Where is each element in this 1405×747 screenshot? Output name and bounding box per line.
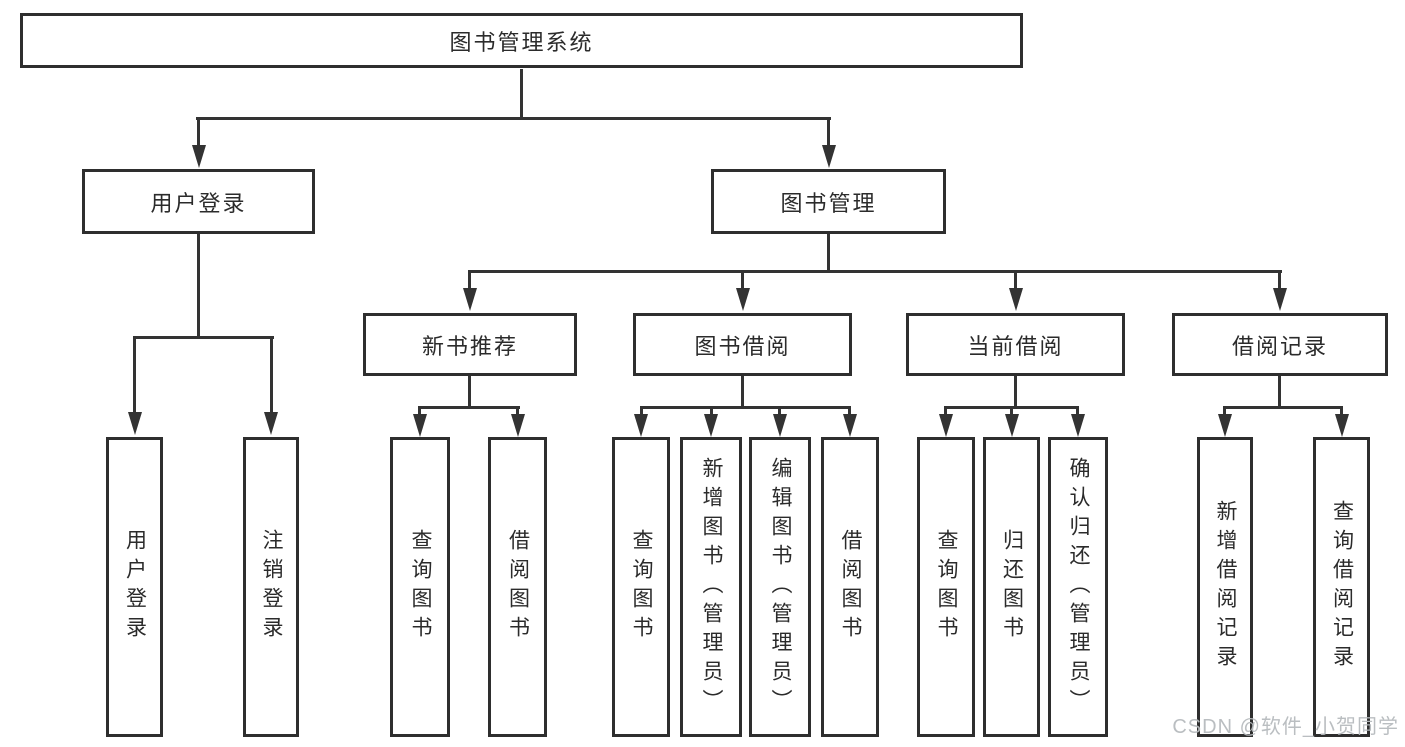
- connector-line: [741, 376, 744, 406]
- node-user-login: 用户登录: [82, 169, 315, 234]
- node-book-management: 图书管理: [711, 169, 946, 234]
- node-borrow-records: 借阅记录: [1172, 313, 1388, 376]
- leaf-current-query-books: 查询图书: [917, 437, 975, 737]
- arrowhead-down-icon: [704, 414, 718, 437]
- connector-line: [1014, 270, 1017, 288]
- node-label: 查询图书: [935, 529, 958, 645]
- arrowhead-down-icon: [843, 414, 857, 437]
- arrowhead-down-icon: [463, 288, 477, 311]
- arrowhead-down-icon: [264, 412, 278, 435]
- connector-line: [640, 406, 851, 409]
- connector-line: [468, 270, 1282, 273]
- connector-line: [827, 117, 830, 145]
- csdn-watermark: CSDN @软件_小贺同学: [1172, 716, 1399, 738]
- arrowhead-down-icon: [1005, 414, 1019, 437]
- connector-line: [1223, 406, 1343, 409]
- leaf-newrec-query-books: 查询图书: [390, 437, 450, 737]
- connector-line: [197, 117, 200, 145]
- leaf-current-return-books: 归还图书: [983, 437, 1040, 737]
- arrowhead-down-icon: [1218, 414, 1232, 437]
- node-library-management-system: 图书管理系统: [20, 13, 1023, 68]
- node-label: 借阅图书: [839, 529, 862, 645]
- arrowhead-down-icon: [192, 145, 206, 168]
- connector-line: [418, 406, 520, 409]
- connector-line: [1340, 406, 1343, 414]
- connector-line: [778, 406, 781, 414]
- leaf-current-confirm-return-admin: 确认归还（管理员）: [1048, 437, 1108, 737]
- arrowhead-down-icon: [128, 412, 142, 435]
- leaf-borrow-edit-book-admin: 编辑图书（管理员）: [749, 437, 811, 737]
- leaf-borrow-add-book-admin: 新增图书（管理员）: [680, 437, 742, 737]
- arrowhead-down-icon: [1273, 288, 1287, 311]
- arrowhead-down-icon: [773, 414, 787, 437]
- node-label: 查询图书: [409, 529, 432, 645]
- connector-line: [848, 406, 851, 414]
- node-label: 新书推荐: [421, 333, 518, 359]
- connector-line: [640, 406, 643, 414]
- leaf-logout: 注销登录: [243, 437, 299, 737]
- node-label: 确认归还（管理员）: [1067, 456, 1090, 718]
- connector-line: [944, 406, 947, 414]
- connector-line: [468, 270, 471, 288]
- leaf-records-query-record: 查询借阅记录: [1313, 437, 1370, 737]
- connector-line: [133, 336, 136, 412]
- connector-line: [1223, 406, 1226, 414]
- leaf-borrow-borrow-books: 借阅图书: [821, 437, 879, 737]
- node-label: 用户登录: [150, 190, 247, 216]
- connector-line: [133, 336, 274, 339]
- node-new-book-recommend: 新书推荐: [363, 313, 577, 376]
- node-label: 查询借阅记录: [1330, 500, 1354, 674]
- node-label: 图书管理: [780, 190, 877, 216]
- connector-line: [1076, 406, 1079, 414]
- connector-line: [520, 69, 523, 118]
- leaf-borrow-query-books: 查询图书: [612, 437, 670, 737]
- leaf-records-add-record: 新增借阅记录: [1197, 437, 1253, 737]
- connector-line: [1010, 406, 1013, 414]
- connector-line: [1278, 270, 1281, 288]
- arrowhead-down-icon: [413, 414, 427, 437]
- node-book-borrowing: 图书借阅: [633, 313, 852, 376]
- node-label: 新增借阅记录: [1214, 500, 1237, 674]
- connector-line: [197, 234, 200, 336]
- node-label: 归还图书: [1000, 529, 1024, 645]
- arrowhead-down-icon: [822, 145, 836, 168]
- arrowhead-down-icon: [1335, 414, 1349, 437]
- connector-line: [468, 376, 471, 406]
- connector-line: [1278, 376, 1281, 406]
- node-label: 图书管理系统: [449, 29, 594, 55]
- connector-line: [710, 406, 713, 414]
- arrowhead-down-icon: [511, 414, 525, 437]
- arrowhead-down-icon: [736, 288, 750, 311]
- connector-line: [418, 406, 421, 414]
- leaf-user-login: 用户登录: [106, 437, 163, 737]
- arrowhead-down-icon: [634, 414, 648, 437]
- node-label: 注销登录: [260, 529, 283, 645]
- node-label: 借阅记录: [1231, 333, 1328, 359]
- arrowhead-down-icon: [939, 414, 953, 437]
- connector-line: [827, 234, 830, 270]
- node-label: 用户登录: [123, 529, 147, 645]
- arrowhead-down-icon: [1071, 414, 1085, 437]
- leaf-newrec-borrow-books: 借阅图书: [488, 437, 547, 737]
- node-label: 新增图书（管理员）: [700, 456, 723, 718]
- node-label: 编辑图书（管理员）: [769, 456, 792, 718]
- node-label: 当前借阅: [967, 333, 1064, 359]
- connector-line: [741, 270, 744, 288]
- node-label: 借阅图书: [506, 529, 530, 645]
- connector-line: [270, 336, 273, 412]
- connector-line: [1014, 376, 1017, 406]
- connector-line: [196, 117, 831, 120]
- node-label: 查询图书: [630, 529, 653, 645]
- arrowhead-down-icon: [1009, 288, 1023, 311]
- node-label: 图书借阅: [694, 333, 791, 359]
- connector-line: [516, 406, 519, 414]
- node-current-borrowing: 当前借阅: [906, 313, 1125, 376]
